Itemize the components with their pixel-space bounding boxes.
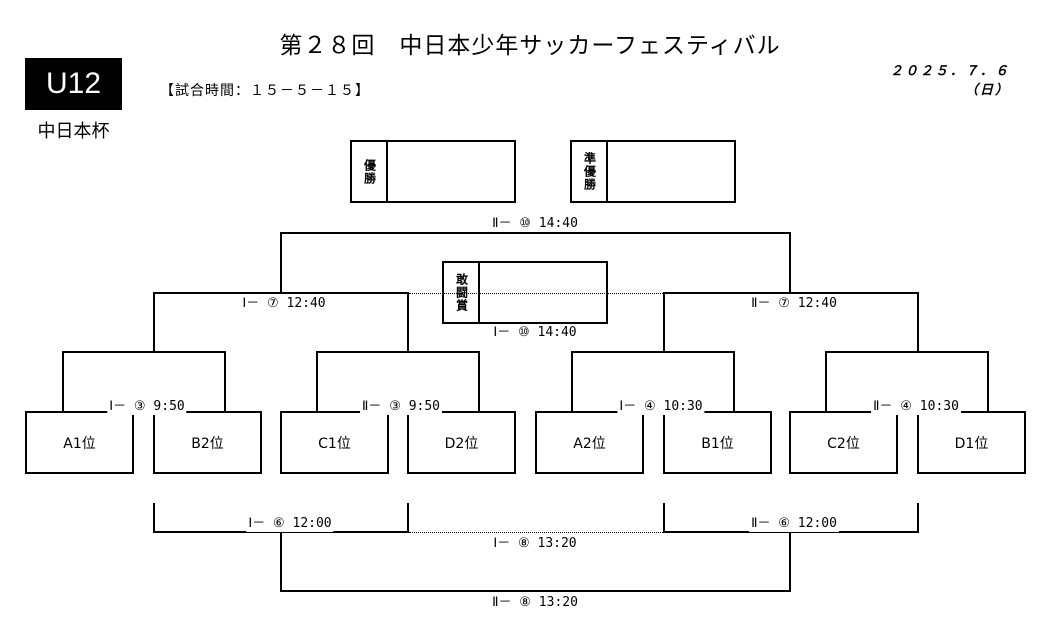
lower-final-right xyxy=(789,532,791,592)
r1-bar-3 xyxy=(571,351,735,353)
champion-blank xyxy=(388,142,514,201)
match-label-third-place: Ⅰ－ ⑩ 14:40 xyxy=(491,325,579,341)
r1-bar-4-left xyxy=(825,351,827,413)
team-slot: A1位 xyxy=(25,411,134,474)
lower-right-bar xyxy=(663,531,919,533)
final-left-drop xyxy=(280,232,282,294)
lower-right-b xyxy=(917,503,919,533)
match-label-lower-final: Ⅱ－ ⑧ 13:20 xyxy=(490,595,580,611)
fighting-spirit-label: 敢闘賞 xyxy=(444,263,480,322)
team-slot: C1位 xyxy=(280,411,389,474)
lower-left-b xyxy=(407,503,409,533)
lower-left-a xyxy=(153,503,155,533)
lower-dotted-line xyxy=(409,532,663,533)
runner-up-blank xyxy=(608,142,734,201)
runner-up-label: 準優勝 xyxy=(572,142,608,201)
team-slot: D1位 xyxy=(917,411,1026,474)
third-place-dotted-line xyxy=(409,293,663,294)
r1-bar-2-left xyxy=(316,351,318,413)
r1-bar-2 xyxy=(316,351,480,353)
r1-bar-4 xyxy=(825,351,989,353)
champion-box: 優勝 xyxy=(350,140,516,203)
match-label-r1: Ⅱ－ ④ 10:30 xyxy=(871,399,961,415)
semi-right-bar xyxy=(663,292,919,294)
match-time-note: 【試合時間：１５－５－１５】 xyxy=(160,83,370,99)
match-label-r1: Ⅰ－ ③ 9:50 xyxy=(107,399,187,415)
r1-bar-1-right xyxy=(224,351,226,413)
team-slot: B1位 xyxy=(663,411,772,474)
r1-bar-3-right xyxy=(733,351,735,413)
lower-right-a xyxy=(663,503,665,533)
r1-bar-1-left xyxy=(62,351,64,413)
team-slot: D2位 xyxy=(407,411,516,474)
match-label-semi-right: Ⅱ－ ⑦ 12:40 xyxy=(749,296,839,312)
lower-final-bar xyxy=(280,590,791,592)
r1-bar-4-right xyxy=(987,351,989,413)
semi-left-bar xyxy=(153,292,409,294)
r1-bar-2-right xyxy=(478,351,480,413)
match-label-lower-mid: Ⅰ－ ⑧ 13:20 xyxy=(491,536,579,552)
team-slot: C2位 xyxy=(789,411,898,474)
event-date: ２０２５．７．６（日） xyxy=(889,64,1010,98)
final-right-drop xyxy=(789,232,791,294)
team-slot: A2位 xyxy=(535,411,644,474)
r1-bar-3-left xyxy=(571,351,573,413)
champion-label: 優勝 xyxy=(352,142,388,201)
match-label-r1: Ⅱ－ ③ 9:50 xyxy=(359,399,443,415)
final-bar xyxy=(280,232,791,234)
runner-up-box: 準優勝 xyxy=(570,140,736,203)
category-badge: U12 xyxy=(25,58,122,110)
semi-right-drop-b xyxy=(917,292,919,353)
cup-name: 中日本杯 xyxy=(37,121,110,142)
match-label-semi-left: Ⅰ－ ⑦ 12:40 xyxy=(240,296,328,312)
fighting-spirit-box: 敢闘賞 xyxy=(442,261,608,324)
match-label-r1: Ⅰ－ ④ 10:30 xyxy=(617,399,705,415)
semi-left-drop-b xyxy=(407,292,409,353)
match-label-lower-right: Ⅱ－ ⑥ 12:00 xyxy=(749,516,839,532)
semi-left-drop-a xyxy=(153,292,155,353)
r1-bar-1 xyxy=(62,351,226,353)
lower-final-left xyxy=(280,532,282,592)
match-label-lower-left: Ⅰ－ ⑥ 12:00 xyxy=(246,516,334,532)
semi-right-drop-a xyxy=(663,292,665,353)
page-title: 第２８回 中日本少年サッカーフェスティバル xyxy=(279,33,781,59)
match-label-final: Ⅱ－ ⑩ 14:40 xyxy=(490,216,580,232)
team-slot: B2位 xyxy=(153,411,262,474)
